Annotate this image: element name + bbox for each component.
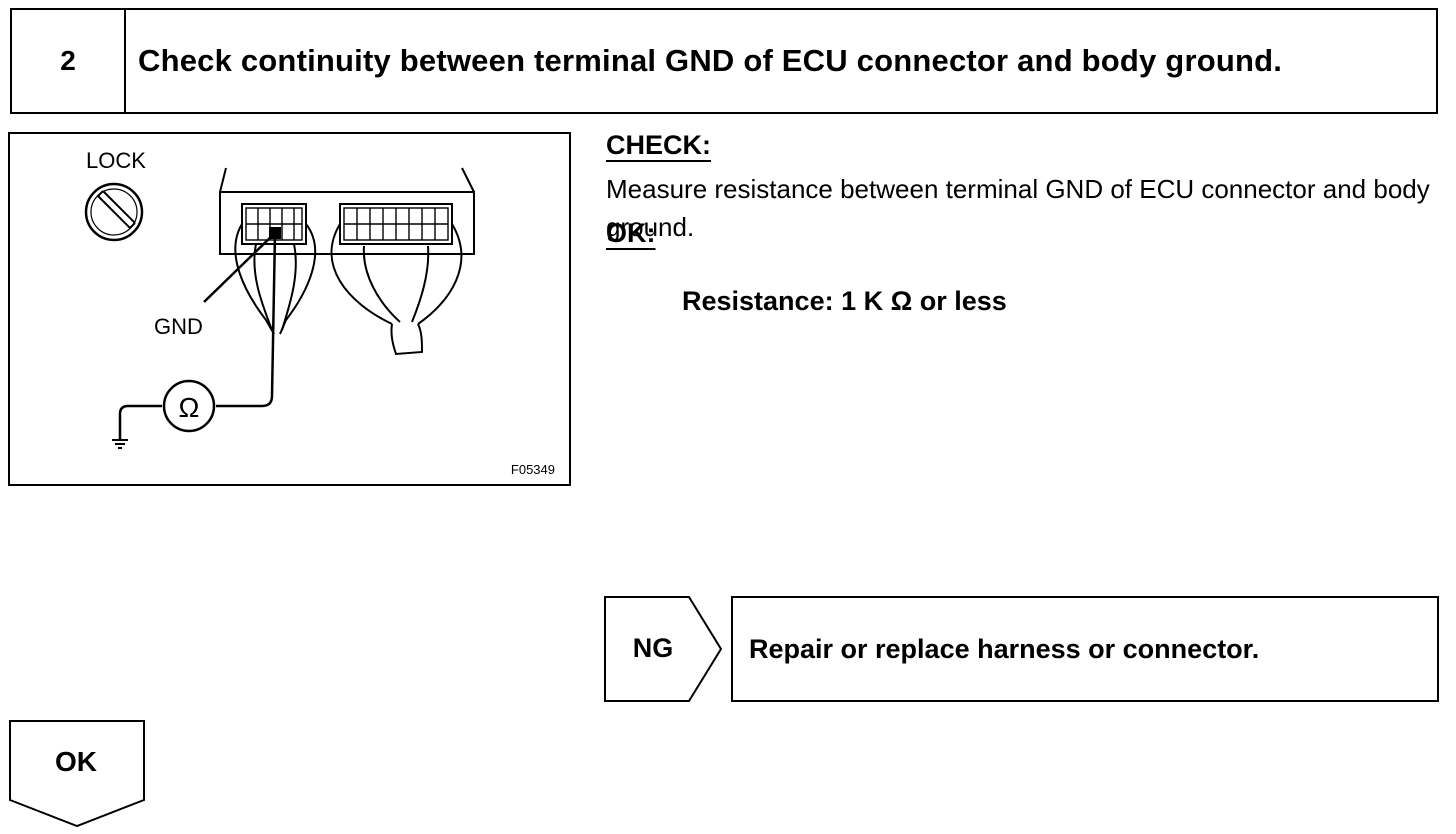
ohmmeter-icon: Ω xyxy=(162,379,216,433)
ng-arrow-box xyxy=(604,596,723,702)
wiring-figure: LOCK xyxy=(8,132,571,486)
ecu-unit xyxy=(219,167,475,255)
probe-wires xyxy=(118,232,277,440)
gnd-label: GND xyxy=(154,314,203,339)
check-heading: CHECK: xyxy=(606,130,711,160)
resistance-spec: Resistance: 1 K Ω or less xyxy=(682,286,1007,316)
step-header: 2 Check continuity between terminal GND … xyxy=(10,8,1438,114)
ecu-connector-right xyxy=(330,203,463,356)
ecu-connector-diagram: LOCK xyxy=(84,148,555,477)
figure-id: F05349 xyxy=(511,462,555,477)
ng-label: NG xyxy=(632,632,674,663)
ok-arrow-box xyxy=(9,720,145,828)
ohm-symbol: Ω xyxy=(179,392,200,423)
ignition-lock-icon xyxy=(84,182,144,242)
ok-heading: OK: xyxy=(606,218,656,248)
lock-label: LOCK xyxy=(86,148,146,173)
ok-label: OK xyxy=(55,746,97,777)
step-number: 2 xyxy=(12,10,126,112)
ng-action-box: Repair or replace harness or connector. xyxy=(731,596,1439,702)
step-title: Check continuity between terminal GND of… xyxy=(138,43,1283,78)
check-text: Measure resistance between terminal GND … xyxy=(606,174,1430,242)
ground-icon xyxy=(112,439,128,449)
ng-action-text: Repair or replace harness or connector. xyxy=(749,633,1260,664)
